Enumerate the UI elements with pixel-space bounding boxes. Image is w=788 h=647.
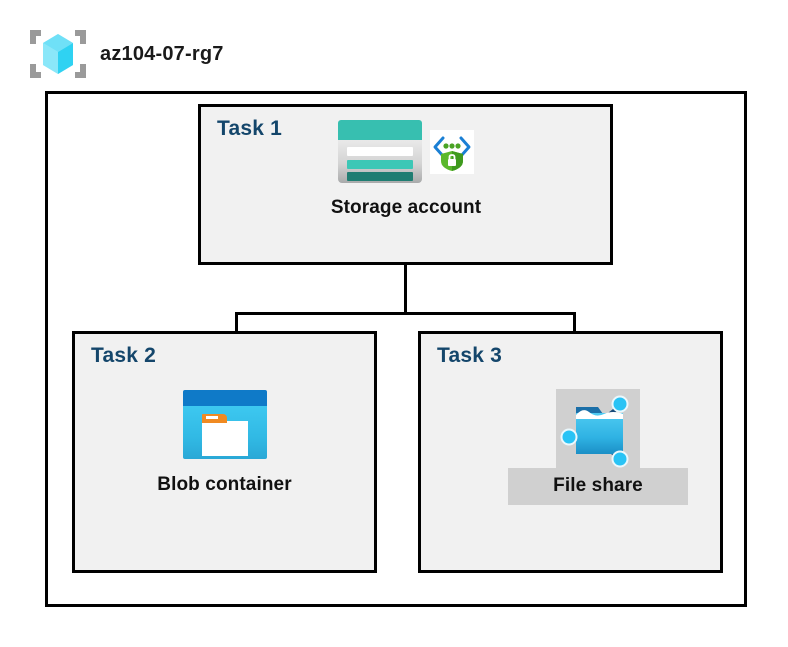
resource-group-icon <box>30 28 86 80</box>
cube-icon <box>43 34 73 74</box>
task-2-box: Task 2 <box>72 331 377 573</box>
resource-group-name: az104-07-rg7 <box>100 42 224 65</box>
file-share-icon <box>556 389 640 468</box>
storage-account-node: Storage account <box>291 118 521 219</box>
blob-container-node: Blob container <box>115 390 334 496</box>
blob-container-icon <box>182 390 267 459</box>
resource-group-boundary <box>45 91 747 607</box>
resource-group-header: az104-07-rg7 <box>30 28 224 80</box>
task-3-label: Task 3 <box>437 344 503 367</box>
blob-container-caption: Blob container <box>157 474 292 495</box>
task-2-label: Task 2 <box>91 344 157 367</box>
task-1-label: Task 1 <box>217 117 283 140</box>
secure-endpoint-icon <box>430 129 474 174</box>
connector-horizontal-bus <box>235 312 576 315</box>
file-share-node: File share <box>508 389 688 505</box>
bracket-left-icon <box>30 30 41 78</box>
storage-account-icon <box>338 120 422 183</box>
bracket-right-icon <box>75 30 86 78</box>
connector-root-stem <box>404 265 407 314</box>
storage-account-caption: Storage account <box>330 197 482 218</box>
file-share-caption: File share <box>508 468 688 505</box>
